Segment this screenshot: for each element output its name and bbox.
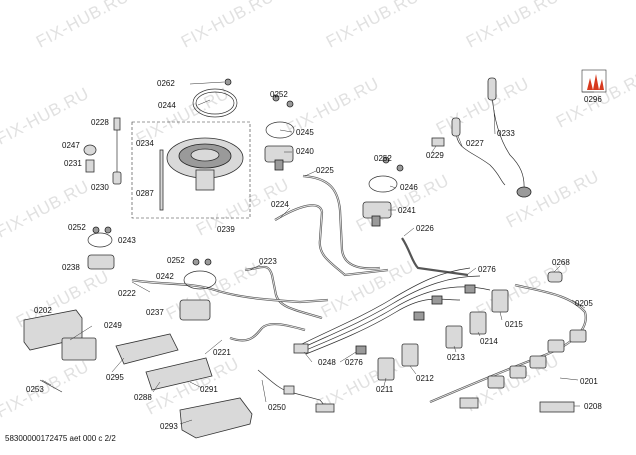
label-0288: 0288 <box>134 393 152 402</box>
label-0287: 0287 <box>136 189 154 198</box>
label-0252: 0252 <box>167 256 185 265</box>
burner-0243 <box>87 232 115 270</box>
clip-0268 <box>547 271 563 283</box>
watermark: FIX-HUB.RU <box>0 357 92 422</box>
label-0268: 0268 <box>552 258 570 267</box>
label-0230: 0230 <box>91 183 109 192</box>
label-0248: 0248 <box>318 358 336 367</box>
watermark: FIX-HUB.RU <box>0 84 92 149</box>
label-0201: 0201 <box>580 377 598 386</box>
housing-0293 <box>179 397 253 439</box>
label-0252: 0252 <box>68 223 86 232</box>
label-0245: 0245 <box>296 128 314 137</box>
label-0231: 0231 <box>64 159 82 168</box>
part-labels: 0262 0244 0252 0245 0240 0225 0224 0252 … <box>26 79 602 431</box>
label-0237: 0237 <box>146 308 164 317</box>
label-0212: 0212 <box>416 374 434 383</box>
label-0295: 0295 <box>106 373 124 382</box>
label-0276: 0276 <box>345 358 363 367</box>
valve-0214 <box>469 311 487 335</box>
harness-connector <box>293 343 309 354</box>
label-0238: 0238 <box>62 263 80 272</box>
label-0252: 0252 <box>270 90 288 99</box>
label-0222: 0222 <box>118 289 136 298</box>
watermark: FIX-HUB.RU <box>33 0 132 52</box>
switch-strip-0201 <box>459 271 587 413</box>
thermocouple-group <box>431 77 532 198</box>
electronics <box>23 309 335 439</box>
label-0252: 0252 <box>374 154 392 163</box>
screws <box>92 78 404 266</box>
valve-0211 <box>377 357 395 381</box>
label-0227: 0227 <box>466 139 484 148</box>
label-0242: 0242 <box>156 272 174 281</box>
label-0213: 0213 <box>447 353 465 362</box>
label-0291: 0291 <box>200 385 218 394</box>
clip-0229 <box>431 137 445 147</box>
label-0244: 0244 <box>158 101 176 110</box>
burner-0240 <box>264 121 295 171</box>
flame-icon-0296 <box>581 69 607 93</box>
label-0223: 0223 <box>259 257 277 266</box>
valve-0213 <box>445 325 463 349</box>
label-0247: 0247 <box>62 141 80 150</box>
valve-0215 <box>491 289 509 313</box>
label-0215: 0215 <box>505 320 523 329</box>
label-0240: 0240 <box>296 147 314 156</box>
label-0214: 0214 <box>480 337 498 346</box>
gas-tubes <box>131 174 587 404</box>
label-0229: 0229 <box>426 151 444 160</box>
watermark: FIX-HUB.RU <box>178 0 277 52</box>
valve-0212 <box>401 343 419 367</box>
leader-lines <box>41 81 594 425</box>
label-0225: 0225 <box>316 166 334 175</box>
module-0249 <box>61 337 97 361</box>
label-0253: 0253 <box>26 385 44 394</box>
label-0211: 0211 <box>376 385 394 394</box>
label-0224: 0224 <box>271 200 289 209</box>
label-0234: 0234 <box>136 139 154 148</box>
label-0250: 0250 <box>268 403 286 412</box>
gas-tube-0221 <box>229 322 306 342</box>
bracket-0208 <box>539 401 575 413</box>
label-0293: 0293 <box>160 422 178 431</box>
watermark: FIX-HUB.RU <box>318 257 417 322</box>
label-0246: 0246 <box>400 183 418 192</box>
label-0205: 0205 <box>575 299 593 308</box>
burner-detail-box <box>131 121 251 219</box>
thermocouple-0233 <box>491 94 525 191</box>
watermark: FIX-HUB.RU <box>433 74 532 139</box>
gas-valves <box>355 284 509 381</box>
label-0228: 0228 <box>91 118 109 127</box>
igniter-0228 <box>83 117 122 185</box>
board-0288 <box>145 357 213 391</box>
watermark: FIX-HUB.RU <box>163 259 262 324</box>
label-0226: 0226 <box>416 224 434 233</box>
label-0221: 0221 <box>213 348 231 357</box>
label-0243: 0243 <box>118 236 136 245</box>
label-0208: 0208 <box>584 402 602 411</box>
label-0296: 0296 <box>584 95 602 104</box>
watermark: FIX-HUB.RU <box>323 0 422 52</box>
gas-tube-0226 <box>401 237 469 277</box>
wok-burner-0234 <box>159 137 244 211</box>
document-footer: 58300000172475 aet 000 c 2/2 <box>5 434 116 443</box>
label-0239: 0239 <box>217 225 235 234</box>
watermark: FIX-HUB.RU <box>463 0 562 52</box>
label-0262: 0262 <box>157 79 175 88</box>
burner-0237 <box>179 270 217 321</box>
board-0295 <box>115 333 179 365</box>
label-0276: 0276 <box>478 265 496 274</box>
label-0233: 0233 <box>497 129 515 138</box>
label-0202: 0202 <box>34 306 52 315</box>
label-0249: 0249 <box>104 321 122 330</box>
ring-0244 <box>192 88 238 118</box>
watermark: FIX-HUB.RU <box>503 167 602 232</box>
label-0241: 0241 <box>398 206 416 215</box>
